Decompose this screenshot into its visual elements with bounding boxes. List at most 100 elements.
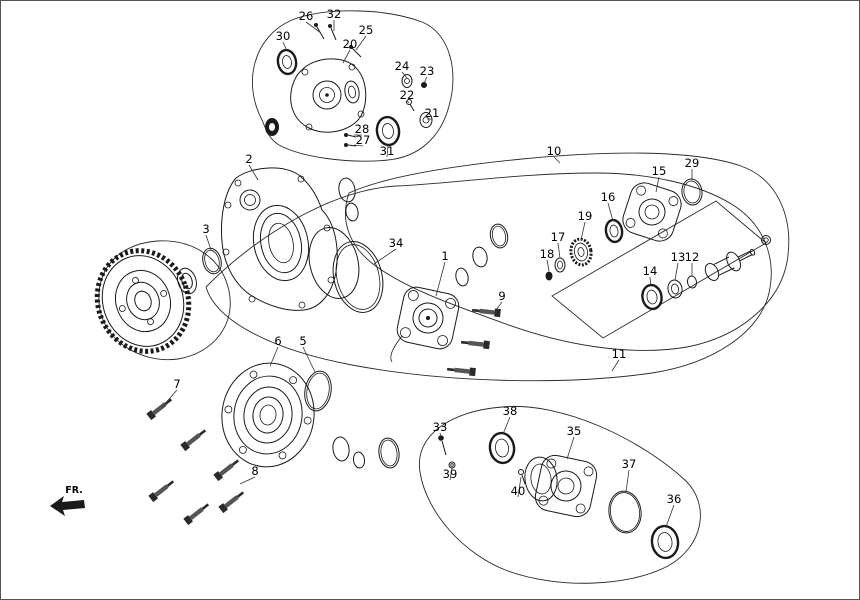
part-27-screw [344, 143, 357, 147]
part-number-16: 16 [601, 190, 616, 204]
part-13-bearing [667, 279, 683, 299]
leader-line-6 [269, 346, 279, 367]
part-32-screw [328, 24, 337, 41]
leader-line-36 [665, 504, 675, 528]
part-number-1: 1 [441, 249, 448, 263]
part-number-25: 25 [359, 23, 374, 37]
part-dark-seal [265, 118, 279, 136]
part-number-27: 27 [356, 133, 371, 147]
part-number-6: 6 [274, 334, 281, 348]
leader-line-1 [435, 261, 446, 297]
part-number-17: 17 [551, 230, 566, 244]
leader-line-35 [566, 436, 575, 460]
part-number-7: 7 [173, 377, 180, 391]
leader-line-40 [517, 476, 522, 498]
leader-line-18 [546, 259, 550, 272]
part-23-nut [421, 82, 427, 88]
part-number-18: 18 [540, 247, 555, 261]
part-number-30: 30 [276, 29, 291, 43]
part-pinion-shaft [704, 248, 756, 282]
part-12-ring [686, 275, 698, 289]
part-35-flange [534, 454, 598, 518]
part-15-flange [622, 182, 682, 242]
part-36-seal [650, 524, 680, 560]
part-24-washer [401, 74, 413, 88]
leader-line-5 [302, 346, 316, 373]
part-2-housing [221, 167, 338, 311]
part-number-8: 8 [251, 464, 258, 478]
part-number-24: 24 [395, 59, 410, 73]
leader-line-34 [373, 248, 397, 265]
part-number-2: 2 [245, 152, 252, 166]
part-14-seal [641, 283, 663, 311]
leader-line-17 [557, 242, 561, 259]
part-number-37: 37 [622, 457, 637, 471]
fr-arrow-icon [50, 496, 85, 516]
small-rings-upper [338, 177, 359, 222]
leader-line-30 [282, 41, 288, 52]
part-gear-hub-sleeve [177, 267, 197, 295]
part-6-cover-plate [221, 362, 315, 468]
part-26-screw [314, 23, 325, 40]
leader-line-2 [248, 164, 259, 181]
part-37-oring [608, 490, 642, 534]
hub-bracket-arm [390, 335, 403, 363]
part-number-10: 10 [547, 144, 562, 158]
direction-label: FR. [65, 485, 83, 496]
part-number-38: 38 [503, 404, 518, 418]
part-number-35: 35 [567, 424, 582, 438]
part-20-gear-case [290, 58, 367, 133]
leader-line-13 [674, 262, 679, 281]
small-rings-ascending [455, 223, 509, 287]
part-18-nut [545, 271, 553, 281]
outline-ring-gear-group [98, 240, 231, 361]
part-number-13: 13 [671, 250, 686, 264]
leader-line-25 [355, 35, 367, 51]
part-19-gear [569, 237, 593, 267]
leader-line-20 [342, 49, 351, 64]
direction-indicator: FR. [50, 485, 85, 516]
part-7-8-bolts [145, 394, 248, 527]
part-number-22: 22 [400, 88, 415, 102]
leader-line-16 [607, 202, 614, 222]
part-3-oring [202, 247, 222, 275]
part-number-28: 28 [355, 122, 370, 136]
leader-line-24 [401, 71, 408, 79]
part-17-washer [554, 257, 566, 273]
part-28-screw [344, 133, 357, 138]
part-number-11: 11 [612, 347, 627, 361]
part-5-oring [304, 370, 332, 412]
part-25-pin [349, 45, 362, 58]
part-number-34: 34 [389, 236, 404, 250]
part-33-bolt [438, 435, 447, 456]
leader-line-8 [239, 476, 256, 485]
leader-line-19 [580, 221, 586, 241]
part-number-15: 15 [652, 164, 667, 178]
part-shaft-nut [761, 235, 771, 245]
outline-loop-10 [345, 152, 790, 351]
leader-line-38 [502, 416, 511, 435]
part-38-seal [488, 431, 516, 465]
part-number-26: 26 [299, 9, 314, 23]
leader-line-26 [305, 21, 322, 34]
part-9-bolts [445, 304, 503, 378]
leader-line-23 [423, 76, 428, 84]
leader-line-39 [449, 467, 453, 481]
part-number-14: 14 [643, 264, 658, 278]
leader-line-37 [625, 469, 630, 493]
part-1-hub-assembly [396, 286, 460, 350]
part-number-33: 33 [433, 420, 448, 434]
part-30-seal [276, 48, 298, 76]
part-number-3: 3 [202, 222, 209, 236]
outline-top-subassembly [251, 10, 454, 162]
part-number-21: 21 [425, 106, 440, 120]
part-number-31: 31 [380, 144, 395, 158]
part-40-pin [518, 469, 526, 485]
part-16-bearing [604, 218, 624, 244]
part-35-bearing-rings [524, 456, 558, 502]
part-number-39: 39 [443, 467, 458, 481]
outline-bottom-subassembly [418, 405, 701, 584]
